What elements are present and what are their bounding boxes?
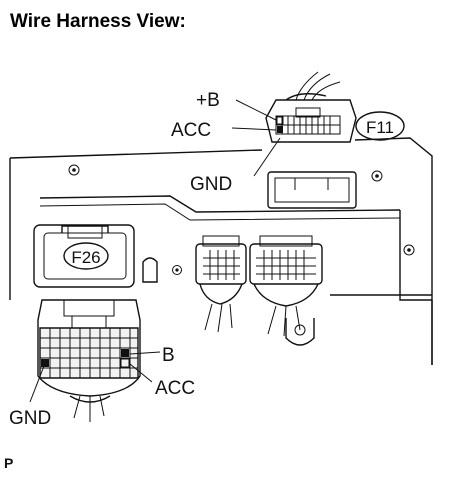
f26-b-leader xyxy=(129,351,161,355)
mounting-panel xyxy=(9,137,433,365)
f11-connector xyxy=(265,71,357,143)
f26-connector xyxy=(37,299,141,422)
f11-acc-leader xyxy=(231,127,277,131)
f26-socket xyxy=(33,224,158,288)
f11-plus-b-leader xyxy=(235,99,277,121)
f26-gnd-leader xyxy=(29,365,45,403)
f11-acc-label: ACC xyxy=(171,120,211,141)
f11-id-label: F11 xyxy=(366,118,394,137)
f26-gnd-label: GND xyxy=(9,408,51,429)
f26-acc-leader xyxy=(129,363,153,383)
screw-icon xyxy=(371,170,383,182)
middle-connector-left xyxy=(195,235,247,333)
f11-tag: F11 xyxy=(355,111,405,141)
corner-mark: P xyxy=(4,455,13,471)
ground-bracket xyxy=(285,318,315,346)
f26-b-label: B xyxy=(162,345,175,366)
f26-id-label: F26 xyxy=(71,248,100,267)
screw-icon xyxy=(68,164,80,176)
f26-tag: F26 xyxy=(63,242,109,270)
screw-icon xyxy=(172,265,182,275)
empty-socket xyxy=(267,171,357,209)
f11-gnd-label: GND xyxy=(190,174,232,195)
middle-connector-right xyxy=(249,235,323,337)
screw-icon xyxy=(403,244,415,256)
f11-gnd-leader xyxy=(253,137,281,177)
f26-acc-label: ACC xyxy=(155,378,195,399)
diagram-title: Wire Harness View: xyxy=(10,11,186,32)
f11-plus-b-label: +B xyxy=(196,90,220,111)
